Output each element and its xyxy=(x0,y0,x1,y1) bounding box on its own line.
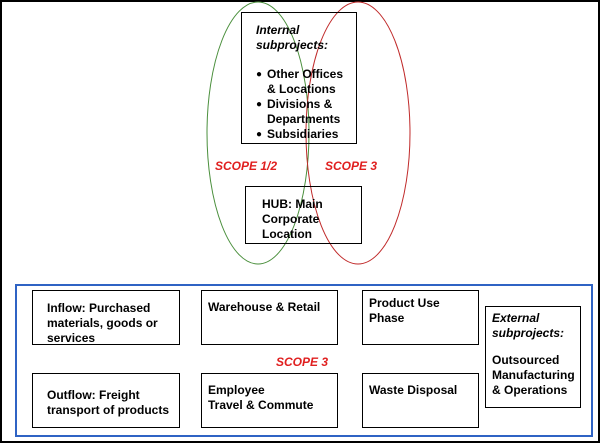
scope3-label-bottom: SCOPE 3 xyxy=(276,355,329,369)
warehouse-retail-box: Warehouse & Retail xyxy=(201,290,338,345)
hub-box: HUB: Main Corporate Location xyxy=(245,186,362,244)
inflow-box: Inflow: Purchased materials, goods or se… xyxy=(32,290,180,345)
scope12-label: SCOPE 1/2 xyxy=(215,159,278,173)
internal-subprojects-box: Internal subprojects: Other Offices & Lo… xyxy=(241,12,357,144)
external-subprojects-body: Outsourced Manufacturing & Operations xyxy=(492,353,575,397)
internal-item-divisions: Divisions & Departments xyxy=(256,97,350,127)
external-subprojects-box: External subprojects: Outsourced Manufac… xyxy=(485,306,581,408)
waste-disposal-box: Waste Disposal xyxy=(362,373,479,428)
internal-item-subsidiaries: Subsidiaries xyxy=(256,127,350,142)
outflow-box: Outflow: Freight transport of products xyxy=(32,373,180,428)
internal-subprojects-list: Other Offices & Locations Divisions & De… xyxy=(256,67,350,142)
bottom-panel xyxy=(15,284,593,437)
employee-travel-box: Employee Travel & Commute xyxy=(201,373,338,428)
scope3-label-top: SCOPE 3 xyxy=(325,159,378,173)
internal-subprojects-title: Internal subprojects: xyxy=(256,23,329,52)
product-use-box: Product Use Phase xyxy=(362,290,479,345)
internal-item-offices: Other Offices & Locations xyxy=(256,67,350,97)
external-subprojects-title: External subprojects: xyxy=(492,311,565,340)
